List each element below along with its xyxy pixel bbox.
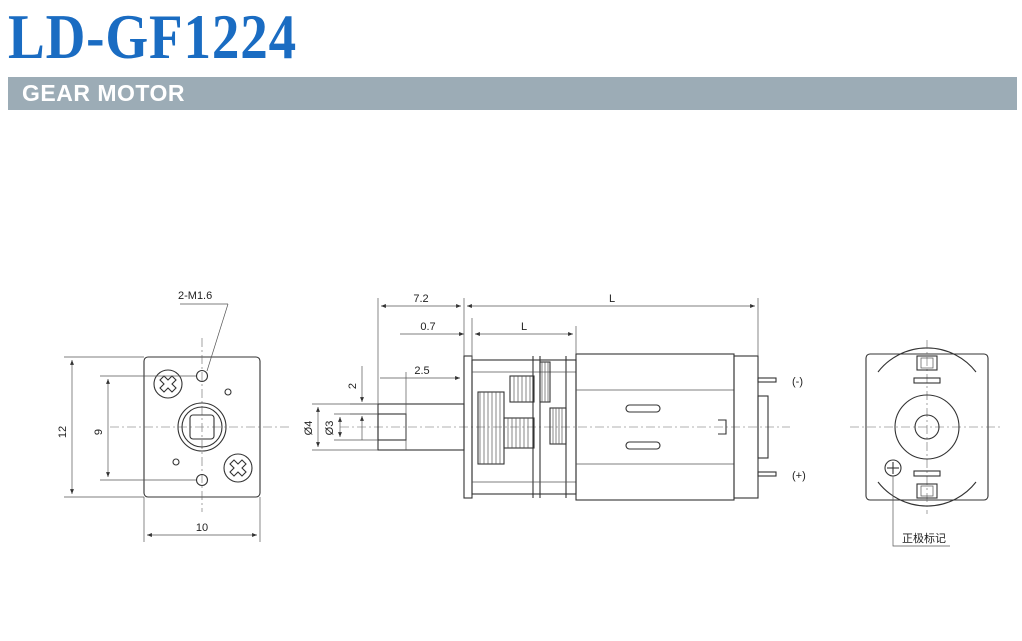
small-hole bbox=[172, 458, 180, 466]
polarity-note: 正极标记 bbox=[902, 531, 946, 545]
plus-polarity-icon bbox=[884, 459, 902, 477]
can-slot-bottom bbox=[625, 441, 661, 450]
dim-width: 10 bbox=[196, 522, 208, 534]
gear-train bbox=[477, 361, 567, 465]
dim-shaft-dia: Ø4 bbox=[303, 421, 315, 436]
dim-hole-pitch: 9 bbox=[93, 429, 105, 435]
dim-flat-length: 2.5 bbox=[414, 365, 429, 377]
side-view: (-) (+) 7.2 L 0.7 L 2.5 2 Ø4 bbox=[303, 293, 806, 501]
screw-top-left bbox=[153, 369, 183, 399]
model-title: LD-GF1224 bbox=[8, 1, 298, 72]
mount-hole-bottom bbox=[195, 473, 209, 487]
terminal-negative-label: (-) bbox=[792, 376, 803, 388]
dim-flat-offset: 0.7 bbox=[420, 321, 435, 333]
dim-flat-height: 2 bbox=[347, 383, 359, 389]
mount-label: 2-M1.6 bbox=[178, 290, 212, 302]
dim-flat-dia: Ø3 bbox=[324, 421, 336, 436]
rear-bearing-inner bbox=[914, 414, 940, 440]
rear-bearing-outer bbox=[894, 394, 960, 460]
bushing-outer bbox=[177, 402, 227, 452]
category-band: GEAR MOTOR bbox=[8, 77, 1017, 110]
shaft-square bbox=[189, 414, 215, 440]
terminal-positive-pin bbox=[757, 471, 777, 477]
screw-bottom-right bbox=[223, 453, 253, 483]
dim-gearbox-length: L bbox=[521, 321, 527, 333]
terminal-positive-label: (+) bbox=[792, 470, 806, 482]
dim-shaft-length: 7.2 bbox=[413, 293, 428, 305]
rear-view: 正极标记 bbox=[850, 340, 1002, 547]
mount-hole-top bbox=[195, 369, 209, 383]
rear-terminal-top bbox=[916, 355, 938, 371]
small-hole bbox=[224, 388, 232, 396]
dim-height: 12 bbox=[57, 426, 69, 438]
terminal-negative-pin bbox=[757, 377, 777, 383]
front-view: 2-M1.6 12 9 10 bbox=[57, 290, 290, 542]
category-label: GEAR MOTOR bbox=[22, 80, 186, 106]
rear-terminal-bottom bbox=[916, 483, 938, 499]
dim-total-length: L bbox=[609, 293, 615, 305]
can-slot-top bbox=[625, 404, 661, 413]
